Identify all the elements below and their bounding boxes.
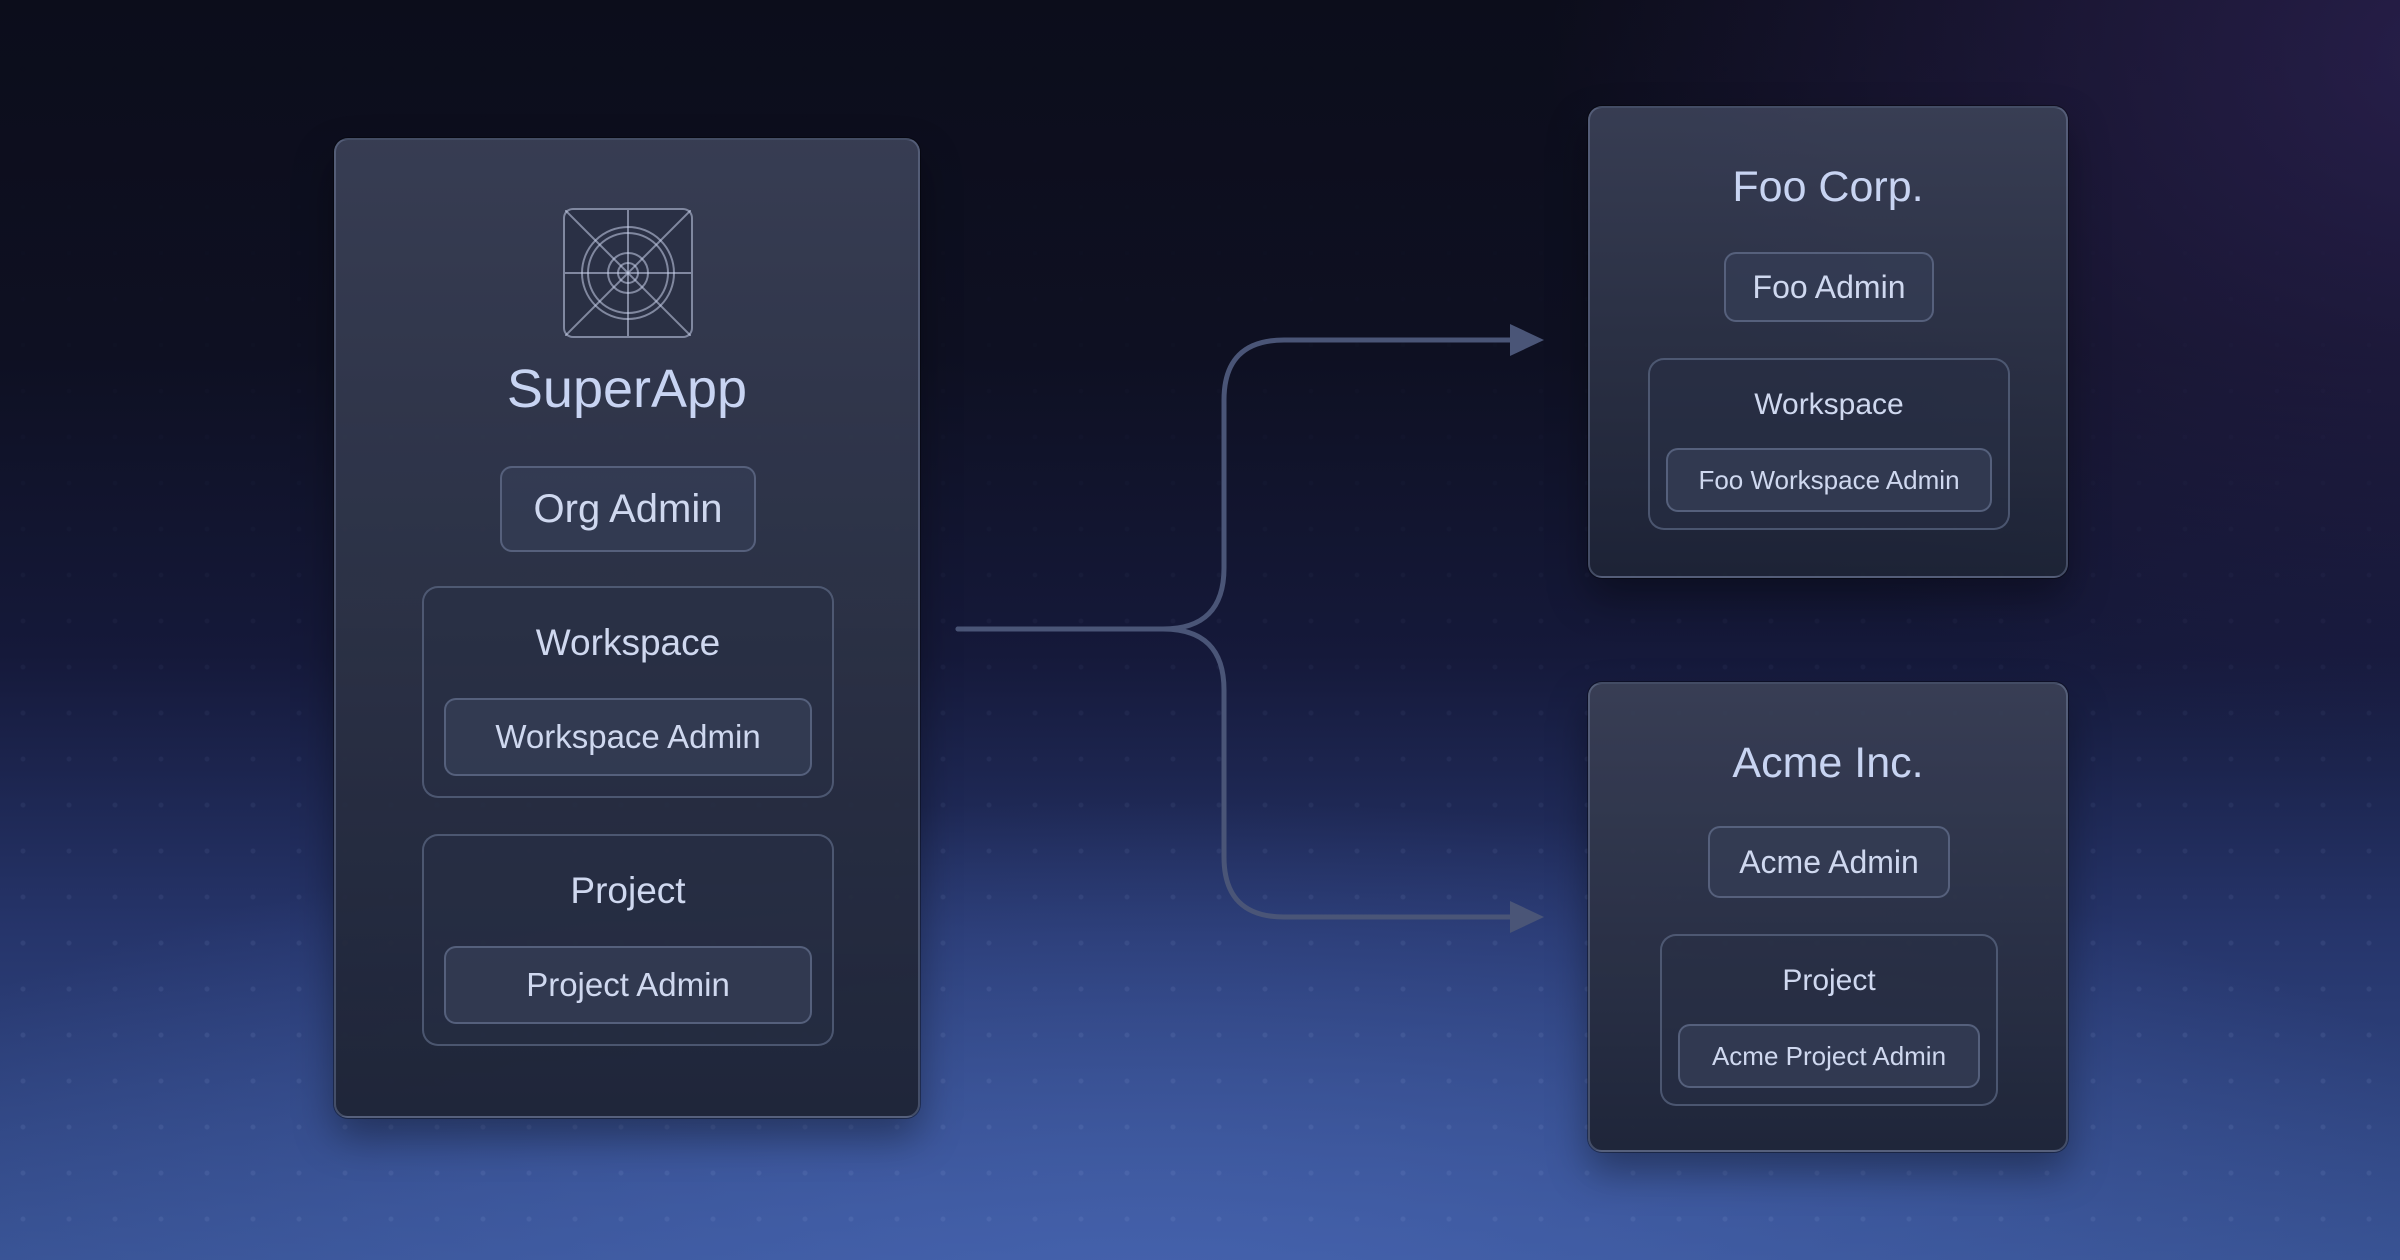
arrowhead-acme bbox=[1510, 901, 1544, 933]
arrowhead-foo bbox=[1510, 324, 1544, 356]
foo-corp-panel: Foo Corp. Foo Admin Workspace Foo Worksp… bbox=[1588, 106, 2068, 578]
acme-project-label: Project bbox=[1782, 964, 1876, 997]
foo-workspace-label: Workspace bbox=[1754, 388, 1904, 421]
org-admin-chip[interactable]: Org Admin bbox=[500, 466, 756, 552]
workspace-box: Workspace Workspace Admin bbox=[422, 586, 834, 798]
project-admin-chip[interactable]: Project Admin bbox=[444, 946, 812, 1024]
foo-corp-title: Foo Corp. bbox=[1732, 163, 1924, 211]
workspace-label: Workspace bbox=[535, 622, 721, 663]
connector-path-acme bbox=[955, 626, 1513, 920]
project-label: Project bbox=[570, 870, 686, 911]
acme-project-admin-chip[interactable]: Acme Project Admin bbox=[1678, 1024, 1980, 1088]
workspace-admin-chip[interactable]: Workspace Admin bbox=[444, 698, 812, 776]
project-box: Project Project Admin bbox=[422, 834, 834, 1046]
foo-workspace-admin-chip[interactable]: Foo Workspace Admin bbox=[1666, 448, 1992, 512]
app-logo-icon bbox=[563, 208, 693, 338]
foo-workspace-box: Workspace Foo Workspace Admin bbox=[1648, 358, 2010, 530]
acme-inc-title: Acme Inc. bbox=[1732, 739, 1924, 787]
superapp-panel: SuperApp Org Admin Workspace Workspace A… bbox=[334, 138, 920, 1118]
connector-path-foo bbox=[955, 337, 1513, 632]
acme-inc-panel: Acme Inc. Acme Admin Project Acme Projec… bbox=[1588, 682, 2068, 1152]
acme-admin-chip[interactable]: Acme Admin bbox=[1708, 826, 1950, 898]
superapp-title: SuperApp bbox=[506, 359, 748, 419]
foo-admin-chip[interactable]: Foo Admin bbox=[1724, 252, 1934, 322]
acme-project-box: Project Acme Project Admin bbox=[1660, 934, 1998, 1106]
